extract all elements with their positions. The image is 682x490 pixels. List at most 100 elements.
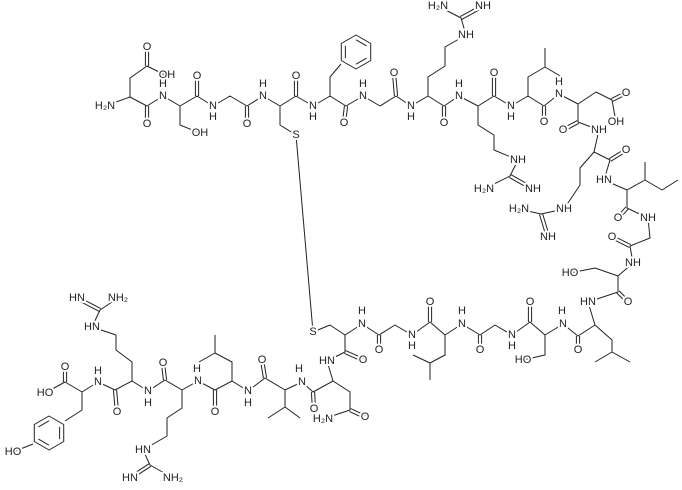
side-chain-bond (412, 354, 431, 364)
side-chain-bond (577, 91, 617, 123)
atom-label: O (159, 357, 168, 369)
phenyl-ring-inner (355, 57, 367, 65)
atom-label: O (258, 354, 267, 366)
side-chain-bond (563, 151, 595, 210)
atom-label: N (244, 385, 252, 397)
atom-label: H (455, 78, 463, 90)
atom-label: O (375, 344, 384, 356)
side-chain-bond (437, 5, 467, 36)
atom-label: NH (458, 29, 474, 41)
atom-label: H (94, 365, 102, 377)
double-bond (116, 389, 120, 412)
phenyl-ring (340, 34, 372, 70)
atom-label: NH (475, 0, 491, 12)
atom-label: O (243, 118, 252, 130)
atom-label: O (476, 344, 485, 356)
phenol-ring (33, 415, 65, 451)
atom-label: H (408, 340, 416, 352)
atom-label: N (144, 385, 152, 397)
atom-label: HO (562, 267, 579, 279)
atom-label: NH (556, 203, 572, 215)
atom-label: H₂N (474, 183, 494, 195)
double-bond (461, 6, 485, 20)
atom-label: O (624, 296, 633, 308)
side-chain-bond (427, 34, 467, 96)
atom-label: NH (591, 124, 607, 136)
side-chain-bond (295, 134, 314, 333)
atom-label: NH (625, 257, 641, 269)
double-bond (562, 120, 578, 130)
atom-label: O (292, 70, 301, 82)
atom-label: HN (580, 296, 596, 308)
atom-label: O (440, 117, 449, 129)
atom-label: O (310, 403, 319, 415)
side-chain-bond (527, 48, 546, 96)
atom-label: H₂N (428, 0, 448, 12)
atom-label: N (508, 329, 516, 341)
atom-label: H (295, 363, 303, 375)
double-bond (350, 408, 366, 417)
double-bond (128, 463, 150, 478)
atom-label: N (455, 90, 463, 102)
double-bond (538, 214, 547, 238)
double-bond (542, 213, 551, 237)
side-chain-bond (198, 352, 216, 363)
atom-label: OH (159, 69, 176, 81)
double-bond (314, 391, 317, 409)
atom-label: NH₂ (108, 292, 128, 304)
double-bond (263, 359, 268, 378)
atom-label: HN (122, 472, 138, 484)
atom-label: H (159, 78, 167, 90)
atom-label: O (143, 41, 152, 53)
atom-label: HN (69, 292, 85, 304)
atom-label: N (309, 100, 317, 112)
side-chain-bond (91, 297, 133, 381)
atom-label: O (614, 212, 623, 224)
atom-label: N (209, 100, 217, 112)
phenyl-ring-inner (355, 39, 367, 47)
atom-label: H (507, 111, 515, 123)
double-bond (164, 362, 168, 380)
atom-label: O (61, 361, 70, 373)
double-bond (608, 148, 626, 160)
double-bond (508, 176, 533, 191)
double-bond (611, 237, 630, 248)
atom-label: O (490, 67, 499, 79)
atom-label: HO (5, 446, 22, 458)
atom-label: H (193, 363, 201, 375)
atom-label: O (426, 296, 435, 308)
double-bond (618, 290, 630, 302)
atom-label: H (558, 305, 566, 317)
atom-label: HN (84, 321, 100, 333)
atom-label: N (559, 318, 567, 330)
side-chain-bond (644, 179, 679, 191)
double-bond (341, 105, 345, 123)
atom-label: O (359, 354, 368, 366)
double-bond (618, 208, 629, 220)
side-chain-bond (518, 208, 565, 215)
atom-label: O (574, 344, 583, 356)
double-bond (391, 73, 395, 97)
atom-label: N (94, 376, 102, 388)
atom-label: NH (525, 183, 541, 195)
atom-label: H₂N (313, 413, 333, 425)
double-bond (563, 122, 579, 132)
side-chain-bond (477, 106, 519, 190)
atom-label: OH (192, 127, 209, 139)
atom-label: O (622, 87, 631, 99)
double-bond (611, 91, 626, 100)
atom-label: S (292, 129, 299, 141)
side-chain-bond (142, 390, 183, 479)
side-chain-bond (544, 66, 563, 78)
atom-label: O (193, 70, 202, 82)
side-chain-bond (129, 65, 166, 97)
double-bond (612, 235, 631, 246)
atom-label: N (407, 100, 415, 112)
atom-label: O (211, 406, 220, 418)
atom-label: HO (515, 354, 532, 366)
atom-label: H (359, 78, 367, 90)
atom-label: O (113, 406, 122, 418)
atom-label: O (622, 144, 631, 156)
